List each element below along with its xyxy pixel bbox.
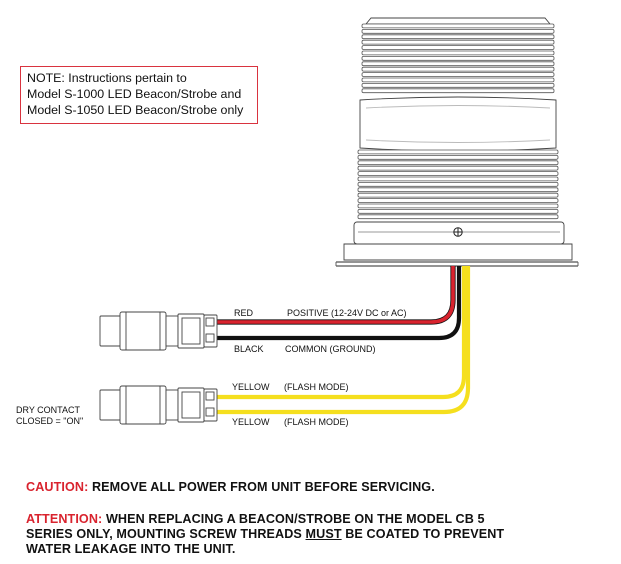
note-line-2: Model S-1000 LED Beacon/Strobe and xyxy=(27,87,242,101)
lens-rib xyxy=(361,61,555,67)
red-wire-desc: POSITIVE (12-24V DC or AC) xyxy=(287,308,407,318)
attention-message: ATTENTION: WHEN REPLACING A BEACON/STROB… xyxy=(26,512,504,557)
note-line-1: NOTE: Instructions pertain to xyxy=(27,71,187,85)
lens-rib xyxy=(361,77,555,83)
lens-rib xyxy=(361,50,555,56)
lens-rib xyxy=(361,23,555,29)
yellow-wire-1-desc: (FLASH MODE) xyxy=(284,382,349,392)
attention-text-2a: SERIES ONLY, MOUNTING SCREW THREADS xyxy=(26,527,306,541)
lens-rib xyxy=(357,171,559,176)
lens-rib xyxy=(357,208,559,214)
lens-rib xyxy=(357,214,559,220)
lens-rib xyxy=(361,72,555,77)
yellow-wire-2 xyxy=(216,266,471,415)
beacon-unit xyxy=(335,17,579,267)
lens-rib xyxy=(361,56,555,61)
lens-ribs-lower xyxy=(357,149,559,220)
dry-contact-connector xyxy=(99,385,218,425)
note-box: NOTE: Instructions pertain to Model S-10… xyxy=(20,66,258,124)
yellow-wire-1-label: YELLOW xyxy=(232,382,270,392)
dry-contact-label-1: DRY CONTACT xyxy=(16,405,81,415)
black-wire xyxy=(216,266,462,341)
yellow-wire-2-label: YELLOW xyxy=(232,417,270,427)
caution-tag: CAUTION: xyxy=(26,480,89,494)
lens-rib xyxy=(357,198,559,203)
lens-rib xyxy=(361,34,555,40)
lens-rib xyxy=(357,192,559,198)
lens-rib xyxy=(361,88,555,94)
attention-tag: ATTENTION: xyxy=(26,512,103,526)
lens-rib xyxy=(357,203,559,209)
attention-text-2c: BE COATED TO PREVENT xyxy=(341,527,505,541)
red-wire-label: RED xyxy=(234,308,254,318)
lens-rib xyxy=(357,160,559,166)
black-wire-label: BLACK xyxy=(234,344,264,354)
power-connector xyxy=(99,311,218,351)
black-wire-desc: COMMON (GROUND) xyxy=(285,344,376,354)
lens-rib xyxy=(357,165,559,171)
note-line-3: Model S-1050 LED Beacon/Strobe only xyxy=(27,103,244,117)
lens-rib xyxy=(357,154,559,160)
lens-rib xyxy=(357,149,559,155)
caution-text: REMOVE ALL POWER FROM UNIT BEFORE SERVIC… xyxy=(91,480,435,494)
lens-rib xyxy=(357,176,559,182)
attention-must-emphasis: MUST xyxy=(305,527,342,541)
yellow-wire-1 xyxy=(216,266,467,400)
attention-text-3: WATER LEAKAGE INTO THE UNIT. xyxy=(26,542,236,556)
lens-rib xyxy=(361,45,555,50)
dry-contact-label-2: CLOSED = "ON" xyxy=(16,416,83,426)
lens-rib xyxy=(361,83,555,88)
lens-ribs-upper xyxy=(361,23,555,94)
red-wire xyxy=(216,266,456,325)
caution-message: CAUTION: REMOVE ALL POWER FROM UNIT BEFO… xyxy=(26,480,435,495)
lens-rib xyxy=(361,39,555,45)
lens-rib xyxy=(357,187,559,193)
attention-text-1: WHEN REPLACING A BEACON/STROBE ON THE MO… xyxy=(105,512,485,526)
lens-rib xyxy=(361,28,555,34)
lens-rib xyxy=(357,181,559,187)
yellow-wire-2-desc: (FLASH MODE) xyxy=(284,417,349,427)
crosshair-screw-icon xyxy=(453,227,463,237)
lens-rib xyxy=(361,66,555,72)
